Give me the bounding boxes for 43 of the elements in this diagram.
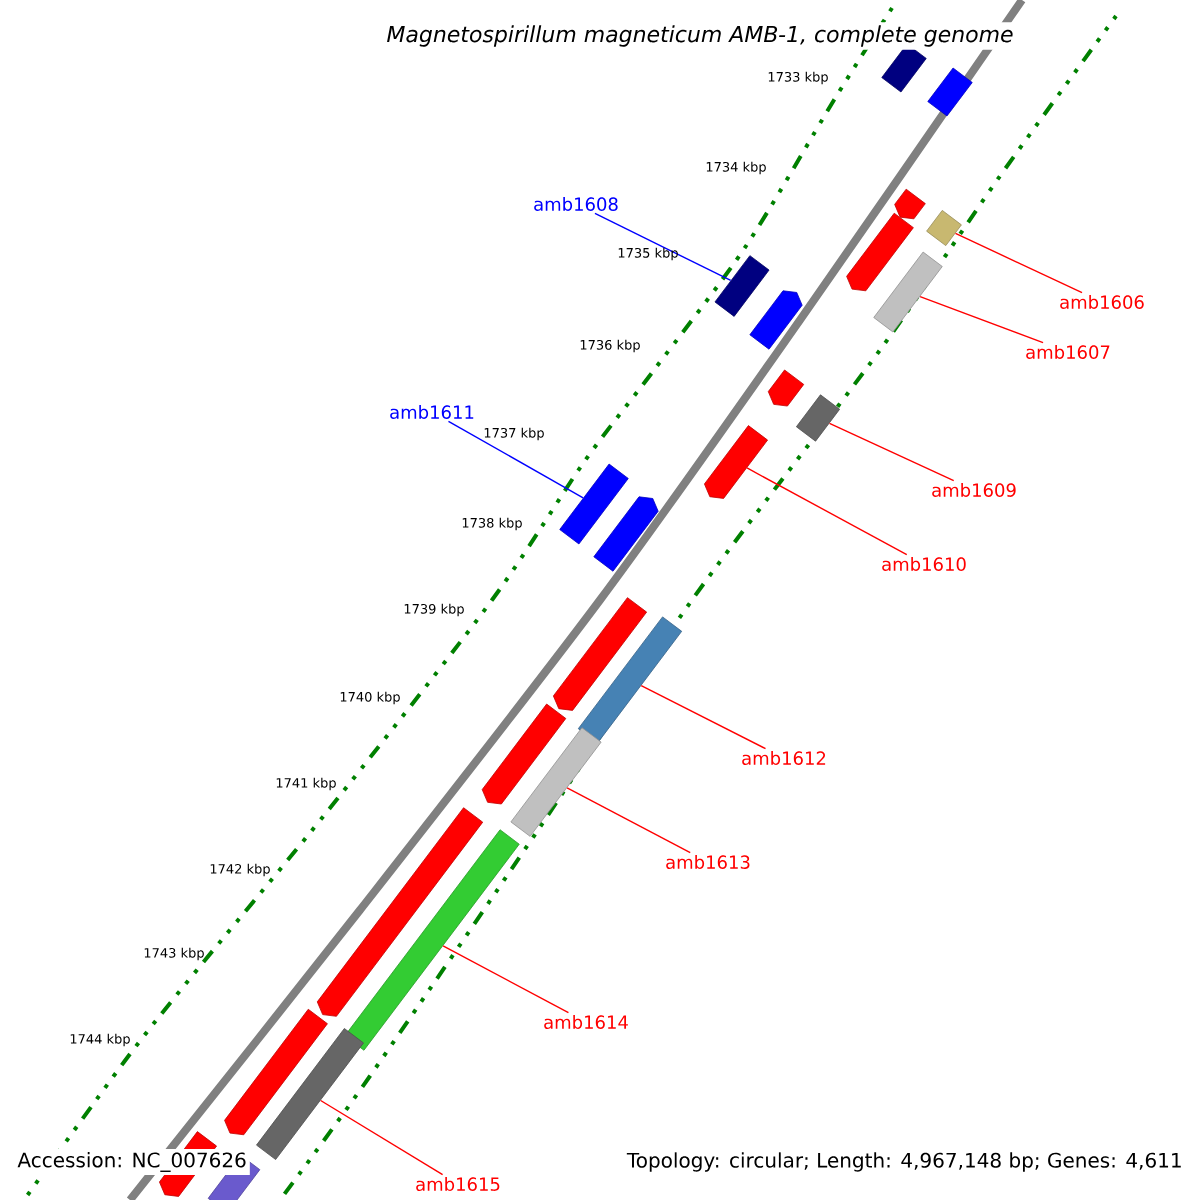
accession-label: Accession: NC_007626 (14, 1149, 250, 1175)
gene-bar (846, 212, 914, 292)
gene-bar (256, 1028, 364, 1160)
gene-label: amb1612 (742, 751, 826, 765)
leader-line (319, 1099, 444, 1176)
gene-bar (344, 829, 520, 1051)
gene-bar (714, 255, 770, 317)
gene-bar (767, 369, 805, 407)
leader-line (447, 420, 584, 499)
gene-bar (894, 188, 926, 220)
gene-label: amb1615 (416, 1177, 500, 1191)
gene-bar (577, 616, 683, 744)
gene-bar (749, 290, 803, 350)
gene-bar (510, 727, 602, 837)
gene-bar (553, 597, 647, 711)
gene-bar (927, 67, 973, 117)
gene-bar (481, 703, 567, 805)
gene-bar (873, 251, 943, 333)
gene-bar (593, 496, 659, 572)
gene-bar (796, 394, 841, 442)
leader-line (442, 945, 570, 1014)
gene-bar (704, 425, 768, 499)
gene-label: amb1609 (932, 483, 1016, 497)
gene-bar (224, 1008, 328, 1136)
gene-label: amb1607 (1026, 345, 1110, 359)
leader-line (954, 232, 1083, 294)
leader-line (594, 212, 732, 282)
title: Magnetospirillum magneticum AMB-1, complete genome (383, 22, 1017, 50)
gene-label: amb1611 (390, 405, 474, 419)
gene-bar (316, 807, 484, 1017)
gene-label: amb1606 (1060, 295, 1144, 309)
gene-label: amb1608 (534, 197, 618, 211)
gene-bar (926, 210, 962, 246)
gene-label: amb1614 (544, 1015, 628, 1029)
leader-line (566, 787, 691, 854)
gene-bar (559, 463, 629, 545)
leader-line (828, 422, 955, 482)
leader-line (746, 467, 908, 556)
gene-label: amb1613 (666, 855, 750, 869)
leader-line (919, 295, 1044, 344)
leader-line (640, 685, 767, 750)
genome-info: Topology: circular; Length: 4,967,148 bp; Genes: 4,611 (623, 1149, 1186, 1175)
gene-label: amb1610 (882, 557, 966, 571)
